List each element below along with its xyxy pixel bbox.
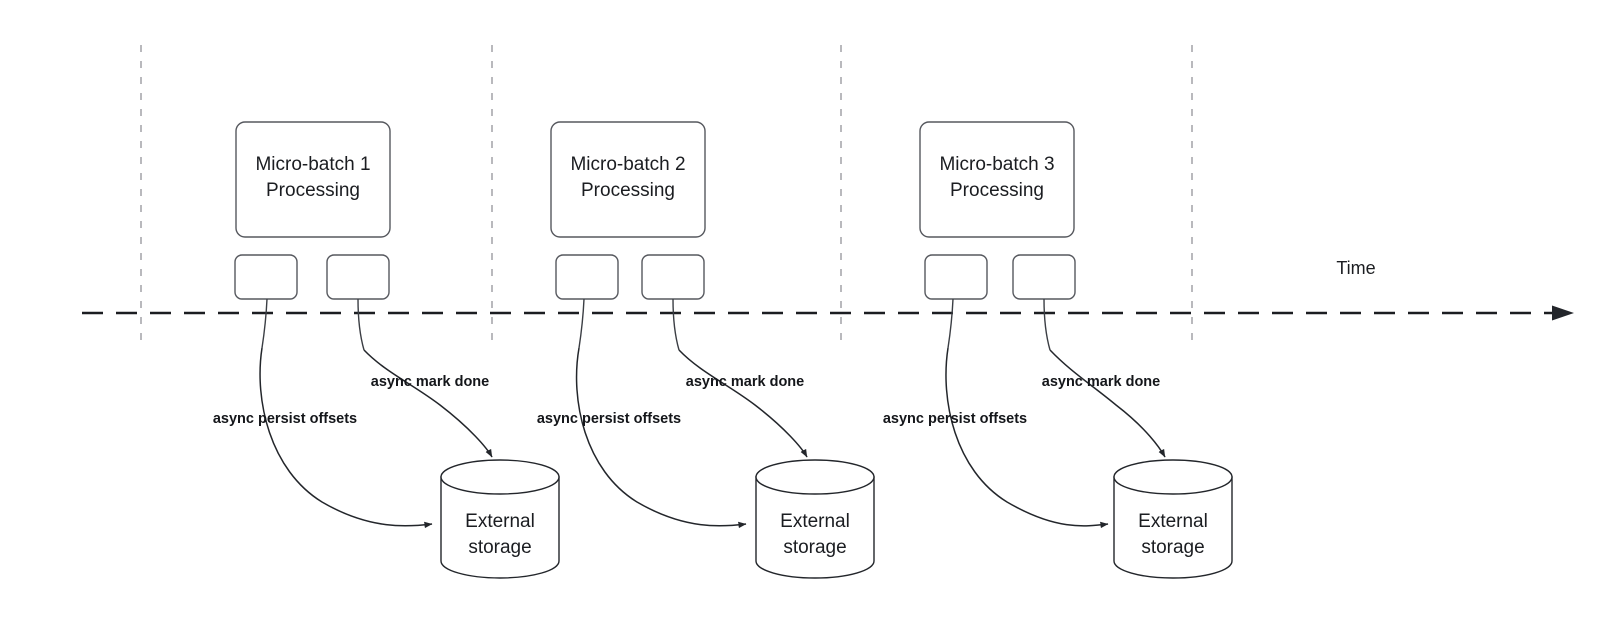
batch-1-task-a-stem (261, 298, 268, 349)
external-storage-3-body (1113, 476, 1233, 579)
external-storage-2-label-line2: storage (783, 537, 846, 558)
external-storage-3-top (1113, 459, 1233, 495)
micro-batch-2-label-line1: Micro-batch 2 (570, 154, 685, 175)
external-storage-2[interactable]: External storage (755, 459, 875, 579)
micro-batch-2-group: Micro-batch 2 Processing async persist o… (537, 121, 875, 579)
external-storage-1-label-line2: storage (468, 537, 531, 558)
micro-batch-2-label-line2: Processing (581, 180, 675, 201)
batch-2-task-b-box[interactable] (641, 254, 705, 300)
batch-2-task-a-stem (578, 298, 585, 349)
batch-3-persist-offsets-label: async persist offsets (883, 411, 1027, 427)
time-axis-arrowhead (1552, 305, 1574, 321)
batch-2-mark-done-edge (678, 349, 808, 458)
batch-2-persist-offsets-label: async persist offsets (537, 411, 681, 427)
batch-1-task-b-stem (357, 298, 365, 351)
micro-batch-1-group: Micro-batch 1 Processing async persist o… (213, 121, 560, 579)
micro-batch-3-box[interactable] (919, 121, 1075, 238)
batch-3-task-a-stem (947, 298, 954, 349)
external-storage-3-label-line1: External (1138, 511, 1208, 532)
external-storage-2-body (755, 476, 875, 579)
batch-1-persist-offsets-edge (259, 347, 433, 529)
batch-2-persist-offsets-edge (575, 347, 747, 529)
time-axis-label: Time (1336, 258, 1375, 278)
external-storage-1[interactable]: External storage (440, 459, 560, 579)
time-axis: Time (82, 258, 1574, 321)
batch-2-task-a-box[interactable] (555, 254, 619, 300)
batch-3-mark-done-label: async mark done (1042, 374, 1160, 390)
batch-1-mark-done-label: async mark done (371, 374, 489, 390)
micro-batch-3-group: Micro-batch 3 Processing async persist o… (883, 121, 1233, 579)
micro-batch-1-label-line2: Processing (266, 180, 360, 201)
batch-2-mark-done-label: async mark done (686, 374, 804, 390)
batch-2-task-b-stem (672, 298, 680, 351)
batch-1-task-a-box[interactable] (234, 254, 298, 300)
batch-1-mark-done-edge (363, 349, 493, 458)
batch-3-persist-offsets-edge (945, 347, 1109, 529)
external-storage-2-top (755, 459, 875, 495)
batch-boundaries (140, 45, 1193, 340)
batch-1-task-b-box[interactable] (326, 254, 390, 300)
micro-batch-3-label-line2: Processing (950, 180, 1044, 201)
batch-3-mark-done-edge (1049, 349, 1166, 458)
micro-batch-2-box[interactable] (550, 121, 706, 238)
micro-batch-1-label-line1: Micro-batch 1 (255, 154, 370, 175)
external-storage-3-label-line2: storage (1141, 537, 1204, 558)
batch-3-task-b-stem (1043, 298, 1051, 351)
external-storage-1-body (440, 476, 560, 579)
batch-3-task-b-box[interactable] (1012, 254, 1076, 300)
micro-batch-3-label-line1: Micro-batch 3 (939, 154, 1054, 175)
external-storage-1-top (440, 459, 560, 495)
batch-1-persist-offsets-label: async persist offsets (213, 411, 357, 427)
external-storage-3[interactable]: External storage (1113, 459, 1233, 579)
micro-batch-1-box[interactable] (235, 121, 391, 238)
external-storage-2-label-line1: External (780, 511, 850, 532)
external-storage-1-label-line1: External (465, 511, 535, 532)
batch-3-task-a-box[interactable] (924, 254, 988, 300)
